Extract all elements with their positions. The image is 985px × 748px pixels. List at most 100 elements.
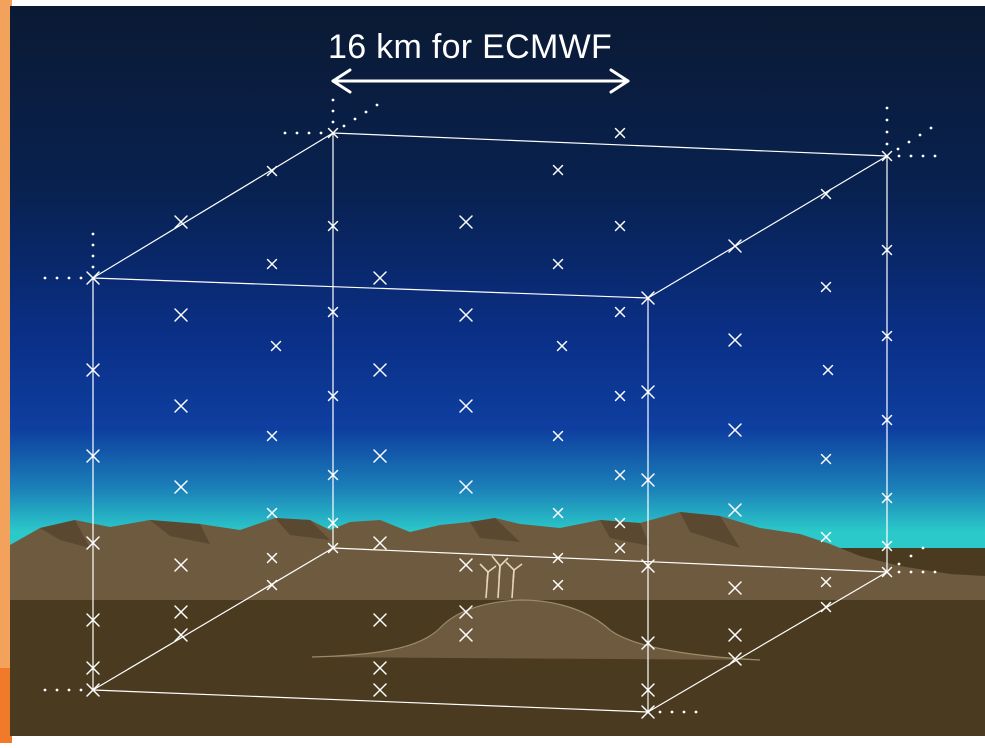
x-marker-icon [552,579,564,591]
frame-accent-bottom [0,668,12,743]
x-marker-icon [86,271,100,285]
continuation-dot [307,131,311,135]
x-marker-icon [270,340,282,352]
continuation-dot [885,118,889,122]
continuation-dot [921,570,925,574]
continuation-dot [43,276,47,280]
continuation-dot [283,131,287,135]
box-edge-1 [92,132,334,279]
x-marker-icon [266,258,278,270]
x-marker-icon [614,469,626,481]
x-marker-icon [728,333,742,347]
x-marker-icon [728,239,742,253]
x-marker-icon [86,363,100,377]
continuation-dot [897,562,901,566]
x-marker-icon [174,480,188,494]
continuation-dot [91,265,95,269]
x-marker-icon [552,164,564,176]
x-marker-icon [459,215,473,229]
x-marker-icon [881,150,893,162]
continuation-dot [91,254,95,258]
x-marker-icon [728,423,742,437]
box-edge-3 [92,277,649,299]
x-marker-icon [327,542,339,554]
x-marker-icon [641,385,655,399]
continuation-dot [79,276,83,280]
x-marker-icon [881,244,893,256]
x-marker-icon [373,613,387,627]
x-marker-icon [266,507,278,519]
continuation-dot [921,154,925,158]
x-marker-icon [881,540,893,552]
x-marker-icon [820,601,832,613]
frame-accent [0,0,12,743]
x-marker-icon [881,492,893,504]
x-marker-icon [552,552,564,564]
x-marker-icon [174,558,188,572]
x-marker-icon [174,399,188,413]
x-marker-icon [728,628,742,642]
x-marker-icon [881,414,893,426]
x-marker-icon [327,517,339,529]
x-marker-icon [552,258,564,270]
x-marker-icon [327,390,339,402]
box-edge-2 [647,155,888,299]
wind-turbine-icon [479,555,523,599]
x-marker-icon [373,271,387,285]
x-marker-icon [728,503,742,517]
x-marker-icon [86,661,100,675]
x-marker-icon [373,683,387,697]
x-marker-icon [881,566,893,578]
x-marker-icon [820,576,832,588]
continuation-dot [55,276,59,280]
mountain-range [10,512,985,600]
continuation-dot [694,710,698,714]
x-marker-icon [614,220,626,232]
continuation-dots [43,98,937,714]
x-marker-icon [327,220,339,232]
x-marker-icon [614,127,626,139]
x-marker-icon [459,605,473,619]
continuation-dot [331,109,335,113]
x-marker-icon [820,453,832,465]
x-marker-icon [86,613,100,627]
continuation-dot [897,570,901,574]
continuation-dot [909,554,913,558]
x-marker-icon [641,636,655,650]
x-marker-icon [266,579,278,591]
x-marker-icon [459,399,473,413]
x-marker-icon [641,705,655,719]
continuation-dot [353,117,357,121]
x-marker-icon [266,430,278,442]
grid-points [86,127,893,719]
x-marker-icon [459,558,473,572]
x-marker-icon [641,473,655,487]
continuation-dot [921,546,925,550]
continuation-dot [364,110,368,114]
x-marker-icon [552,430,564,442]
continuation-dot [907,140,911,144]
continuation-dot [670,710,674,714]
x-marker-icon [327,127,339,139]
continuation-dot [897,154,901,158]
double-headed-arrow-icon [331,68,630,94]
continuation-dot [67,276,71,280]
x-marker-icon [881,330,893,342]
x-marker-icon [327,469,339,481]
x-marker-icon [327,306,339,318]
x-marker-icon [459,628,473,642]
continuation-dot [79,688,83,692]
x-marker-icon [174,308,188,322]
x-marker-icon [174,628,188,642]
x-marker-icon [373,449,387,463]
scale-label: 16 km for ECMWF [328,28,613,66]
x-marker-icon [86,536,100,550]
continuation-dot [929,126,933,130]
continuation-dot [885,142,889,146]
x-marker-icon [86,449,100,463]
box-edge-4 [332,547,888,573]
continuation-dot [43,688,47,692]
continuation-dot [331,120,335,124]
box-edge-6 [647,571,888,713]
